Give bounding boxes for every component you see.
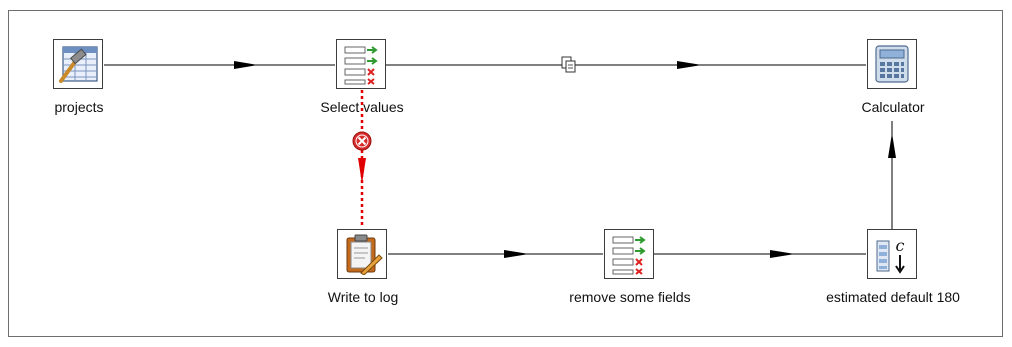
hop-arrow-icon <box>358 158 366 184</box>
step-label-projects: projects <box>54 99 104 115</box>
copy-rows-icon <box>561 56 576 73</box>
select-values-icon <box>344 46 378 85</box>
step-label-select-values: Select values <box>320 99 404 115</box>
step-calculator[interactable] <box>867 39 917 89</box>
step-remove-some-fields[interactable] <box>604 229 654 279</box>
hop-arrow-icon <box>504 250 529 258</box>
step-label-remove-some-fields: remove some fields <box>569 289 691 305</box>
add-constant-c-icon: c <box>876 236 905 274</box>
error-hop-icon <box>352 131 372 151</box>
step-write-to-log[interactable] <box>337 229 387 279</box>
step-projects[interactable] <box>53 39 103 89</box>
step-label-calculator: Calculator <box>861 99 925 115</box>
step-label-estimated-default-180: estimated default 180 <box>826 289 960 305</box>
select-values-icon <box>612 236 646 275</box>
hop-arrow-icon <box>770 250 795 258</box>
hop-arrow-icon <box>234 61 258 69</box>
calculator-icon <box>875 45 909 83</box>
step-estimated-default-180[interactable]: c <box>867 229 917 279</box>
table-input-hammer-icon <box>59 46 98 83</box>
hop-arrow-icon <box>677 61 702 69</box>
svg-text:c: c <box>896 236 905 255</box>
write-to-log-clipboard-icon <box>346 234 383 275</box>
step-select-values[interactable] <box>336 39 386 89</box>
hop-arrow-icon <box>888 133 896 158</box>
step-label-write-to-log: Write to log <box>327 289 399 305</box>
